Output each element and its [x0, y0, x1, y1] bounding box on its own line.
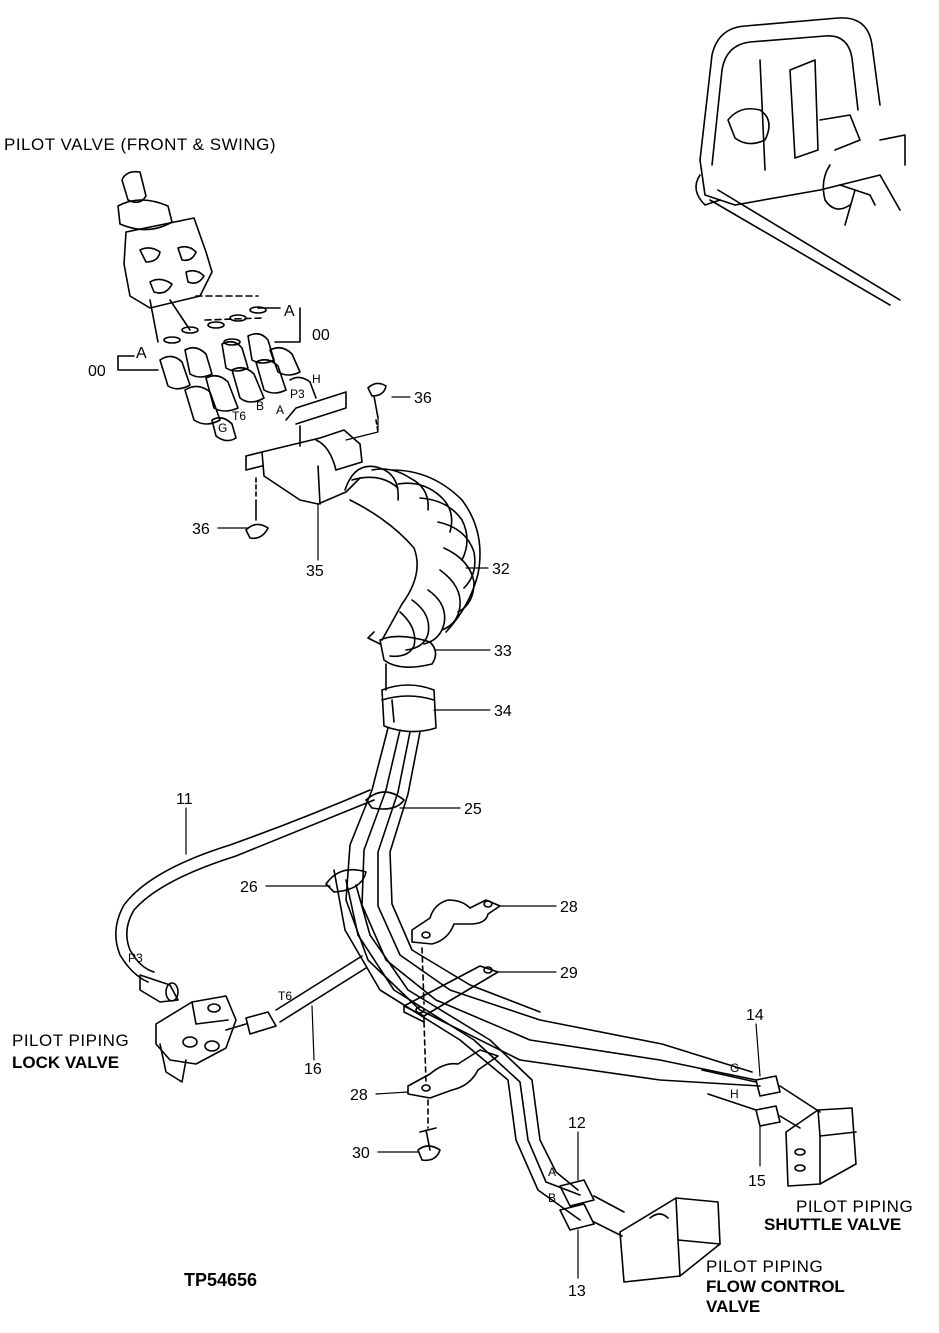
- port-label-t6-lower: T6: [278, 989, 292, 1003]
- callout-a-1: A: [284, 303, 295, 320]
- clamp-33: [367, 631, 437, 691]
- callout-28-upper: 28: [560, 899, 578, 916]
- clamp-28-upper: [411, 899, 501, 945]
- drawing-code: TP54656: [184, 1270, 257, 1290]
- callout-brackets-a: [117, 307, 301, 371]
- pilot-valve-body: [117, 170, 267, 346]
- callout-11: 11: [176, 791, 193, 808]
- clip-34: [381, 684, 437, 733]
- flow-control-label-line3: VALVE: [706, 1297, 760, 1316]
- callout-25: 25: [464, 801, 482, 818]
- port-label-a: A: [276, 403, 284, 417]
- bolt-30: [417, 1099, 441, 1162]
- flow-control-label-line2: FLOW CONTROL: [706, 1277, 845, 1296]
- callout-a-2: A: [136, 345, 147, 362]
- fittings-12-13: [559, 1179, 625, 1237]
- shuttle-valve-label-line1: PILOT PIPING: [796, 1197, 913, 1216]
- callout-14: 14: [746, 1007, 764, 1024]
- tie-bands: [325, 791, 405, 893]
- callout-13: 13: [568, 1283, 586, 1300]
- clamp-28-lower: [407, 1021, 499, 1099]
- hose-fittings: [159, 332, 317, 442]
- callout-34: 34: [494, 703, 512, 720]
- callout-36-lower: 36: [192, 521, 210, 538]
- bolt-36-upper: [367, 382, 387, 433]
- fittings-14-15: [701, 1069, 821, 1129]
- callout-29: 29: [560, 965, 578, 982]
- shuttle-valve-label-line2: SHUTTLE VALVE: [764, 1215, 901, 1234]
- fitting-p3-lower: [139, 974, 179, 1003]
- lock-valve-label-line2: LOCK VALVE: [12, 1053, 119, 1072]
- flow-control-valve-body: [619, 1197, 721, 1283]
- port-label-p3-lower: P3: [128, 951, 143, 965]
- port-label-h: H: [312, 372, 321, 386]
- lock-valve-body: [155, 995, 247, 1083]
- port-label-b-flow: B: [548, 1191, 556, 1205]
- callout-35: 35: [306, 563, 324, 580]
- hose-11: [115, 789, 375, 983]
- callout-16: 16: [304, 1061, 322, 1078]
- excavator-cab-inset: [695, 17, 906, 306]
- callout-32: 32: [492, 561, 510, 578]
- port-label-p3: P3: [290, 387, 305, 401]
- callout-26: 26: [240, 879, 258, 896]
- callout-36-upper: 36: [414, 390, 432, 407]
- leader-lines: [185, 396, 761, 1279]
- corrugated-tube-32: [344, 465, 481, 658]
- lock-valve-label-line1: PILOT PIPING: [12, 1031, 129, 1050]
- callout-00-2: 00: [88, 363, 106, 380]
- callout-33: 33: [494, 643, 512, 660]
- port-label-g: G: [218, 421, 227, 435]
- callout-28-lower: 28: [350, 1087, 368, 1104]
- callout-00-1: 00: [312, 327, 330, 344]
- bracket-35: [245, 391, 363, 505]
- callout-30: 30: [352, 1145, 370, 1162]
- port-label-a-flow: A: [548, 1165, 556, 1179]
- callout-15: 15: [748, 1173, 766, 1190]
- bolt-36-lower: [245, 477, 269, 540]
- shuttle-valve-body: [785, 1107, 857, 1187]
- port-label-g-shuttle: G: [730, 1061, 739, 1075]
- port-label-b: B: [256, 399, 264, 413]
- hose-bundle: [333, 727, 761, 1221]
- diagram-title: PILOT VALVE (FRONT & SWING): [4, 135, 276, 154]
- port-label-h-shuttle: H: [730, 1087, 739, 1101]
- flow-control-label-line1: PILOT PIPING: [706, 1257, 823, 1276]
- hose-16: [245, 955, 367, 1035]
- callout-12: 12: [568, 1115, 586, 1132]
- port-label-t6: T6: [232, 409, 246, 423]
